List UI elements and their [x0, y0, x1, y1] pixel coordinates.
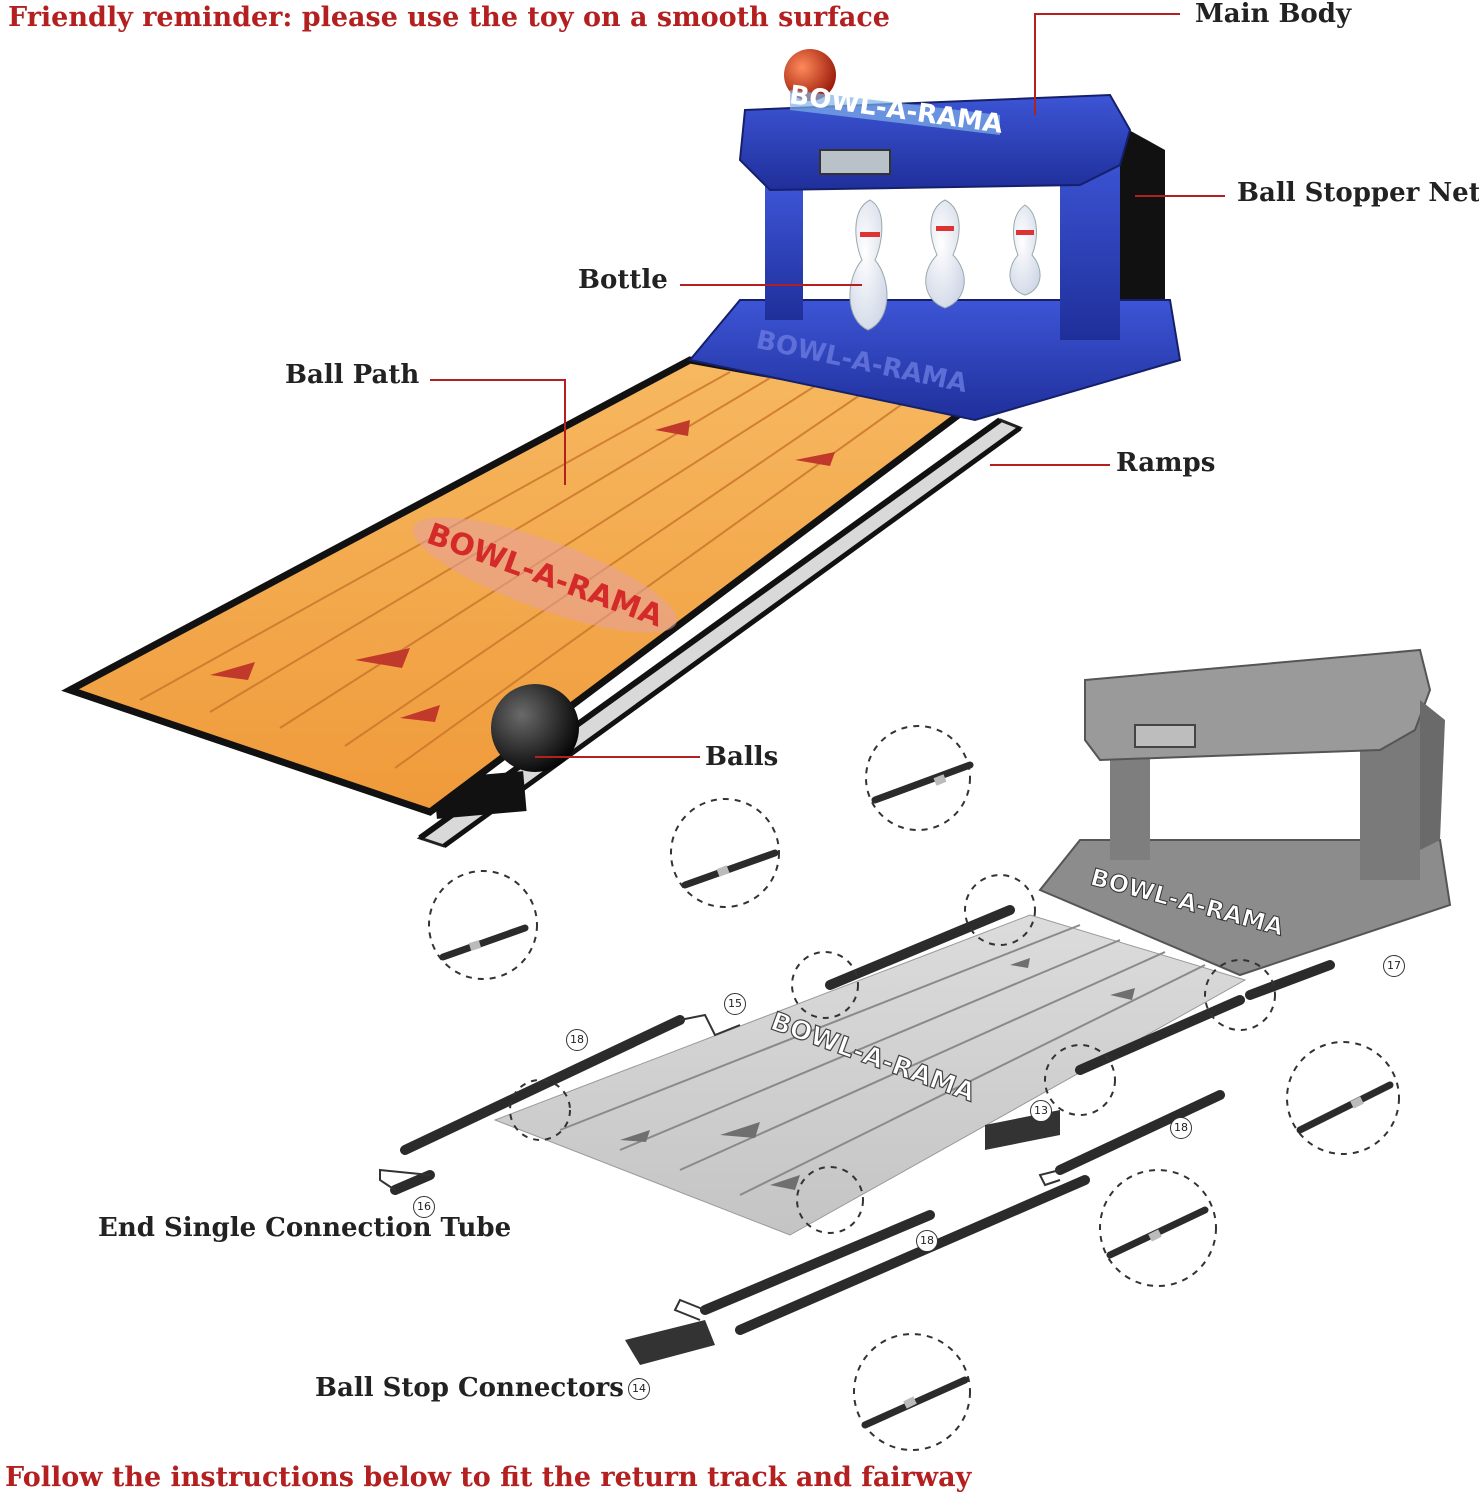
ball-stop-connector-part-14 — [625, 1320, 715, 1365]
lane-arrows — [210, 420, 835, 722]
machine-base — [688, 299, 1182, 422]
part-number-14: 14 — [628, 1378, 650, 1400]
label-balls: Balls — [705, 742, 779, 772]
assembly-diagram: BOWL-A-RAMA BOWL-A-RAMA — [379, 648, 1452, 1451]
label-main-body: Main Body — [1195, 0, 1352, 29]
label-ball-stop-connectors: Ball Stop Connectors — [315, 1373, 624, 1403]
part-number-13: 13 — [1030, 1100, 1052, 1122]
label-ball-path: Ball Path — [285, 360, 420, 390]
bowling-pins — [849, 199, 1041, 331]
label-ramps: Ramps — [1116, 448, 1216, 478]
part-number-15: 15 — [724, 993, 746, 1015]
diagram-machine-base — [1038, 839, 1452, 977]
color-product-photo: BOWL-A-RAMA BOWL-A-RAMA BOWL-A-RAMA — [61, 49, 1182, 849]
leader-lines — [430, 13, 1225, 758]
friendly-reminder-text: Friendly reminder: please use the toy on… — [8, 2, 890, 33]
label-end-single-connection-tube: End Single Connection Tube — [98, 1213, 512, 1243]
label-bottle: Bottle — [578, 265, 668, 295]
part-number-16: 16 — [413, 1196, 435, 1218]
footer-instructions-text: Follow the instructions below to fit the… — [5, 1462, 972, 1493]
label-ball-stopper-net: Ball Stopper Net — [1237, 178, 1479, 208]
score-display — [819, 149, 891, 175]
part-number-18-bottom: 18 — [916, 1230, 938, 1252]
part-number-17: 17 — [1383, 955, 1405, 977]
part-number-18-left: 18 — [566, 1029, 588, 1051]
bowling-ball — [491, 684, 579, 772]
ball-stopper-net — [1120, 125, 1165, 330]
diagram-lane — [493, 914, 1247, 1236]
detail-circles — [428, 725, 1400, 1451]
part-number-18-right: 18 — [1170, 1117, 1192, 1139]
